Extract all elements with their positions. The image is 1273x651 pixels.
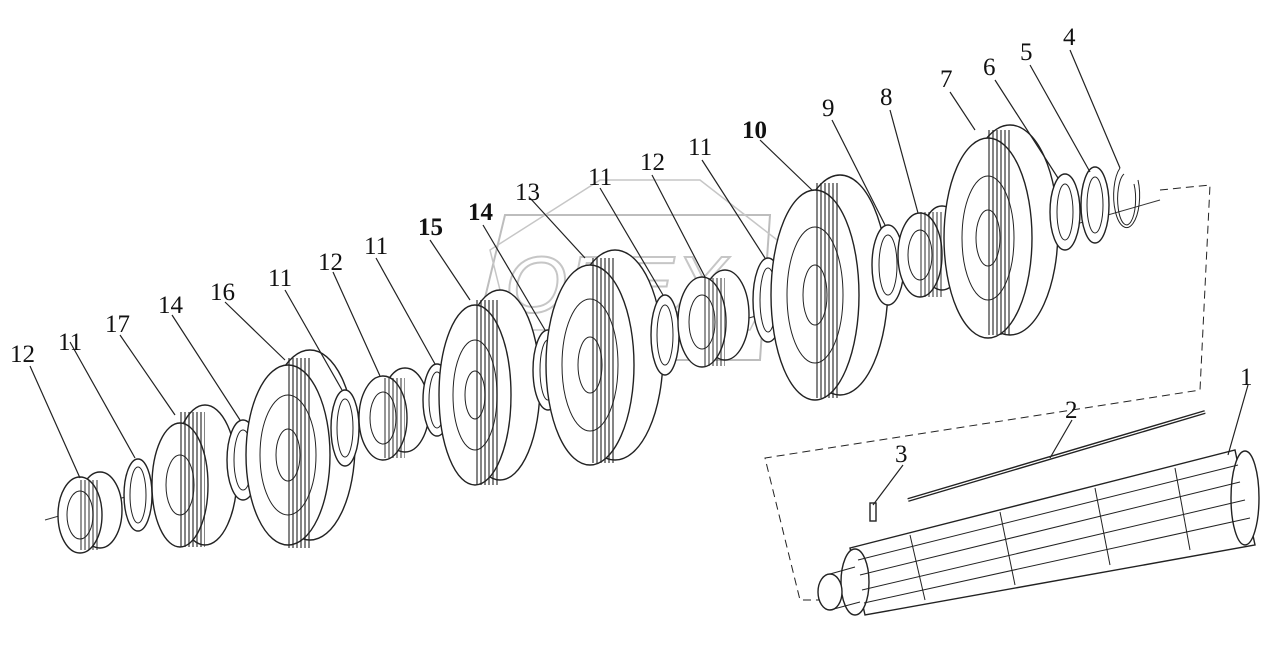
callout-11-e: 11 <box>58 329 82 356</box>
part-4-snap-ring <box>1113 167 1141 229</box>
callout-14-a: 14 <box>468 199 494 226</box>
part-5-ring <box>1080 166 1110 244</box>
callout-11-b: 11 <box>588 164 612 191</box>
callout-3: 3 <box>895 441 908 468</box>
part-13-gear <box>545 249 664 466</box>
part-12-left-hub <box>57 471 123 554</box>
shaft-bracket-line <box>764 184 1211 601</box>
callout-15: 15 <box>418 214 443 241</box>
part-17-gear <box>151 404 238 548</box>
part-11-ring-b <box>330 389 360 467</box>
callout-12-c: 12 <box>10 341 35 368</box>
part-6-ring <box>1049 173 1081 251</box>
part-1-shaft <box>817 449 1260 616</box>
callout-4: 4 <box>1063 24 1076 51</box>
callout-12-b: 12 <box>318 249 343 276</box>
callout-11-c: 11 <box>364 233 388 260</box>
callout-9: 9 <box>822 95 835 122</box>
callout-labels: 1 2 3 4 5 6 7 8 9 10 11 12 11 13 14 15 1… <box>10 24 1253 468</box>
callout-11-d: 11 <box>268 265 292 292</box>
callout-13: 13 <box>515 179 540 206</box>
callout-8: 8 <box>880 84 893 111</box>
callout-1: 1 <box>1240 364 1253 391</box>
callout-2: 2 <box>1065 397 1078 424</box>
part-11-ring-d <box>650 294 680 376</box>
part-11-ring-a <box>123 458 153 532</box>
part-12-right-hub <box>677 269 750 368</box>
part-7-gear <box>943 124 1059 339</box>
part-3-key <box>869 502 877 522</box>
callout-17: 17 <box>105 311 130 338</box>
callout-5: 5 <box>1020 39 1033 66</box>
callout-10: 10 <box>742 117 767 144</box>
leader-lines <box>29 49 1249 506</box>
callout-12-a: 12 <box>640 149 665 176</box>
callout-7: 7 <box>940 66 953 93</box>
part-2-rod <box>907 410 1206 502</box>
part-15-gear <box>438 289 541 486</box>
callout-14-b: 14 <box>158 292 184 319</box>
part-16-gear <box>245 349 356 548</box>
callout-6: 6 <box>983 54 996 81</box>
callout-11-a: 11 <box>688 134 712 161</box>
callout-16: 16 <box>210 279 235 306</box>
part-12-center-hub <box>358 367 430 461</box>
part-10-gear <box>770 174 889 401</box>
